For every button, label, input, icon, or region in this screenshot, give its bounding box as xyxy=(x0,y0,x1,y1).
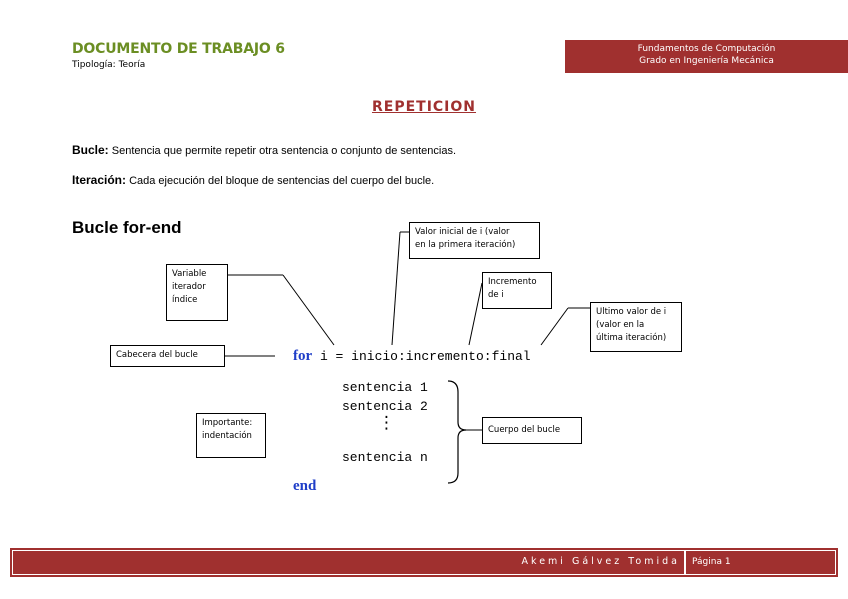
connector-valor xyxy=(391,231,401,346)
code-stmt-2: sentencia 2 xyxy=(342,399,428,414)
keyword-end: end xyxy=(293,478,317,494)
callout-ultimo-valor: Ultimo valor de i (valor en la última it… xyxy=(590,302,682,352)
callout-line: Cabecera del bucle xyxy=(116,350,198,360)
keyword-for: for xyxy=(293,348,313,364)
document-subtitle: Tipología: Teoría xyxy=(72,60,146,70)
degree-name: Grado en Ingeniería Mecánica xyxy=(639,56,774,66)
callout-line: de i xyxy=(488,290,504,300)
body-brace xyxy=(447,380,467,484)
callout-line: Variable xyxy=(172,269,207,279)
callout-line: Valor inicial de i (valor xyxy=(415,227,510,237)
callout-line: Cuerpo del bucle xyxy=(488,425,561,435)
code-stmt-n: sentencia n xyxy=(342,450,428,465)
callout-line: Incremento xyxy=(488,277,537,287)
callout-variable: Variable iterador índice xyxy=(166,264,228,321)
callout-line: (valor en la xyxy=(596,320,645,330)
callout-importante: Importante: indentación xyxy=(196,413,266,458)
callout-cabecera: Cabecera del bucle xyxy=(110,345,225,367)
document-title: DOCUMENTO DE TRABAJO 6 xyxy=(72,41,285,57)
code-header: i = inicio:incremento:final xyxy=(312,349,531,364)
section-title-text: REPETICION xyxy=(371,99,477,115)
code-stmt-1: sentencia 1 xyxy=(342,380,428,395)
definition-term: Bucle: xyxy=(72,143,109,157)
definition-text: Cada ejecución del bloque de sentencias … xyxy=(126,175,435,187)
section-title: REPETICION xyxy=(0,98,848,116)
definition-term: Iteración: xyxy=(72,173,127,187)
footer-band xyxy=(10,548,838,577)
footer-page-number: Página 1 xyxy=(692,557,731,567)
callout-line: Ultimo valor de i xyxy=(596,307,667,317)
callout-line: iterador xyxy=(172,282,206,292)
callout-line: índice xyxy=(172,295,198,305)
definition-text: Sentencia que permite repetir otra sente… xyxy=(108,145,457,157)
course-header-band: Fundamentos de Computación Grado en Inge… xyxy=(565,40,848,73)
course-name: Fundamentos de Computación xyxy=(637,44,776,54)
subheading: Bucle for-end xyxy=(72,218,182,237)
callout-line: última iteración) xyxy=(596,333,667,343)
footer-border xyxy=(12,550,836,575)
connector-ultimo xyxy=(540,307,569,346)
connector-variable-diagonal xyxy=(282,274,335,346)
callout-line: en la primera iteración) xyxy=(415,240,516,250)
code-ellipsis: ⋮ xyxy=(378,413,395,433)
definition-bucle: Bucle: Sentencia que permite repetir otr… xyxy=(72,143,456,157)
footer-author: Akemi Gálvez Tomida xyxy=(521,556,680,567)
code-header-line: for i = inicio:incremento:final xyxy=(293,347,531,365)
callout-incremento: Incremento de i xyxy=(482,272,552,309)
connector-incremento xyxy=(468,282,483,346)
definition-iteracion: Iteración: Cada ejecución del bloque de … xyxy=(72,173,434,187)
footer-separator xyxy=(684,550,686,575)
callout-line: indentación xyxy=(202,431,252,441)
callout-line: Importante: xyxy=(202,418,253,428)
callout-cuerpo: Cuerpo del bucle xyxy=(482,417,582,444)
callout-valor-inicial: Valor inicial de i (valor en la primera … xyxy=(409,222,540,259)
